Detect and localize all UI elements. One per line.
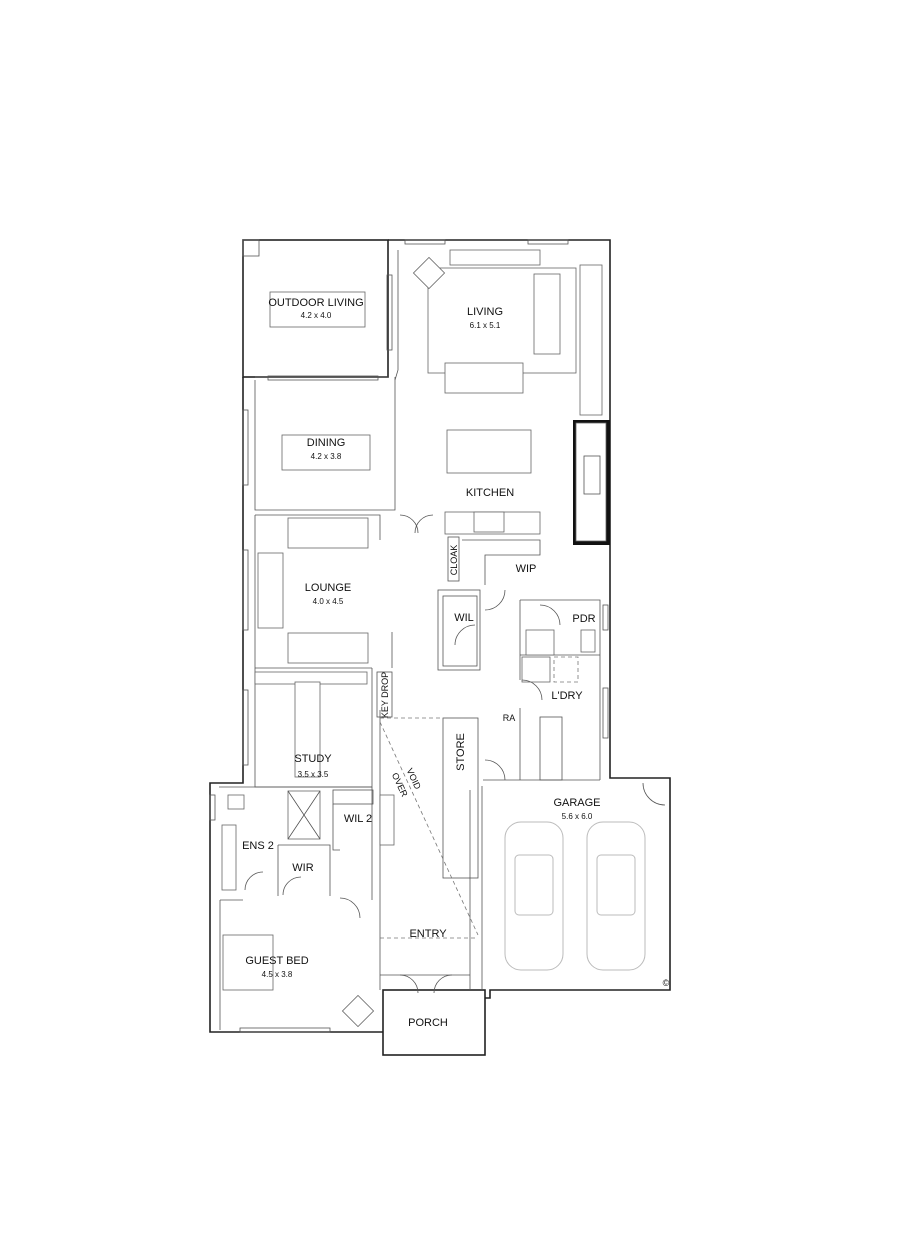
- room-size-living: 6.1 x 5.1: [470, 321, 501, 330]
- label-ra: RA: [503, 713, 516, 723]
- room-size-lounge: 4.0 x 4.5: [313, 597, 344, 606]
- room-label-guest-bed: GUEST BED: [245, 955, 308, 967]
- room-size-guest-bed: 4.5 x 3.8: [262, 970, 293, 979]
- room-label-ens2: ENS 2: [242, 840, 274, 852]
- room-label-pdr: PDR: [572, 613, 595, 625]
- staircase: [379, 717, 479, 939]
- room-label-entry: ENTRY: [409, 928, 447, 940]
- room-label-store: STORE: [455, 733, 467, 771]
- room-label-wil: WIL: [454, 612, 474, 624]
- sink: [583, 455, 601, 495]
- room-label-key-drop: KEY DROP: [380, 672, 390, 718]
- room-size-study: 3.5 x 3.5: [298, 770, 329, 779]
- room-label-porch: PORCH: [408, 1017, 448, 1029]
- room-size-garage: 5.6 x 6.0: [562, 812, 593, 821]
- interior-walls: [219, 250, 601, 1030]
- room-label-wir: WIR: [292, 862, 313, 874]
- room-label-wip: WIP: [516, 563, 537, 575]
- room-label-dining: DINING: [307, 437, 346, 449]
- room-label-laundry: L'DRY: [551, 690, 583, 702]
- room-label-kitchen: KITCHEN: [466, 487, 514, 499]
- doors: [244, 514, 666, 994]
- room-label-cloak: CLOAK: [449, 545, 459, 576]
- room-label-study: STUDY: [294, 753, 332, 765]
- cars: [504, 821, 646, 971]
- furniture: [221, 249, 603, 1028]
- room-label-outdoor-living: OUTDOOR LIVING: [268, 297, 363, 309]
- room-label-garage: GARAGE: [553, 797, 600, 809]
- windows: [209, 239, 609, 1033]
- kitchen-bench-back: [575, 422, 607, 542]
- room-size-dining: 4.2 x 3.8: [311, 452, 342, 461]
- room-label-wil2: WIL 2: [344, 813, 372, 825]
- room-label-living: LIVING: [467, 306, 503, 318]
- room-label-lounge: LOUNGE: [305, 582, 351, 594]
- copyright-symbol: ©: [663, 978, 670, 988]
- room-size-outdoor-living: 4.2 x 4.0: [301, 311, 332, 320]
